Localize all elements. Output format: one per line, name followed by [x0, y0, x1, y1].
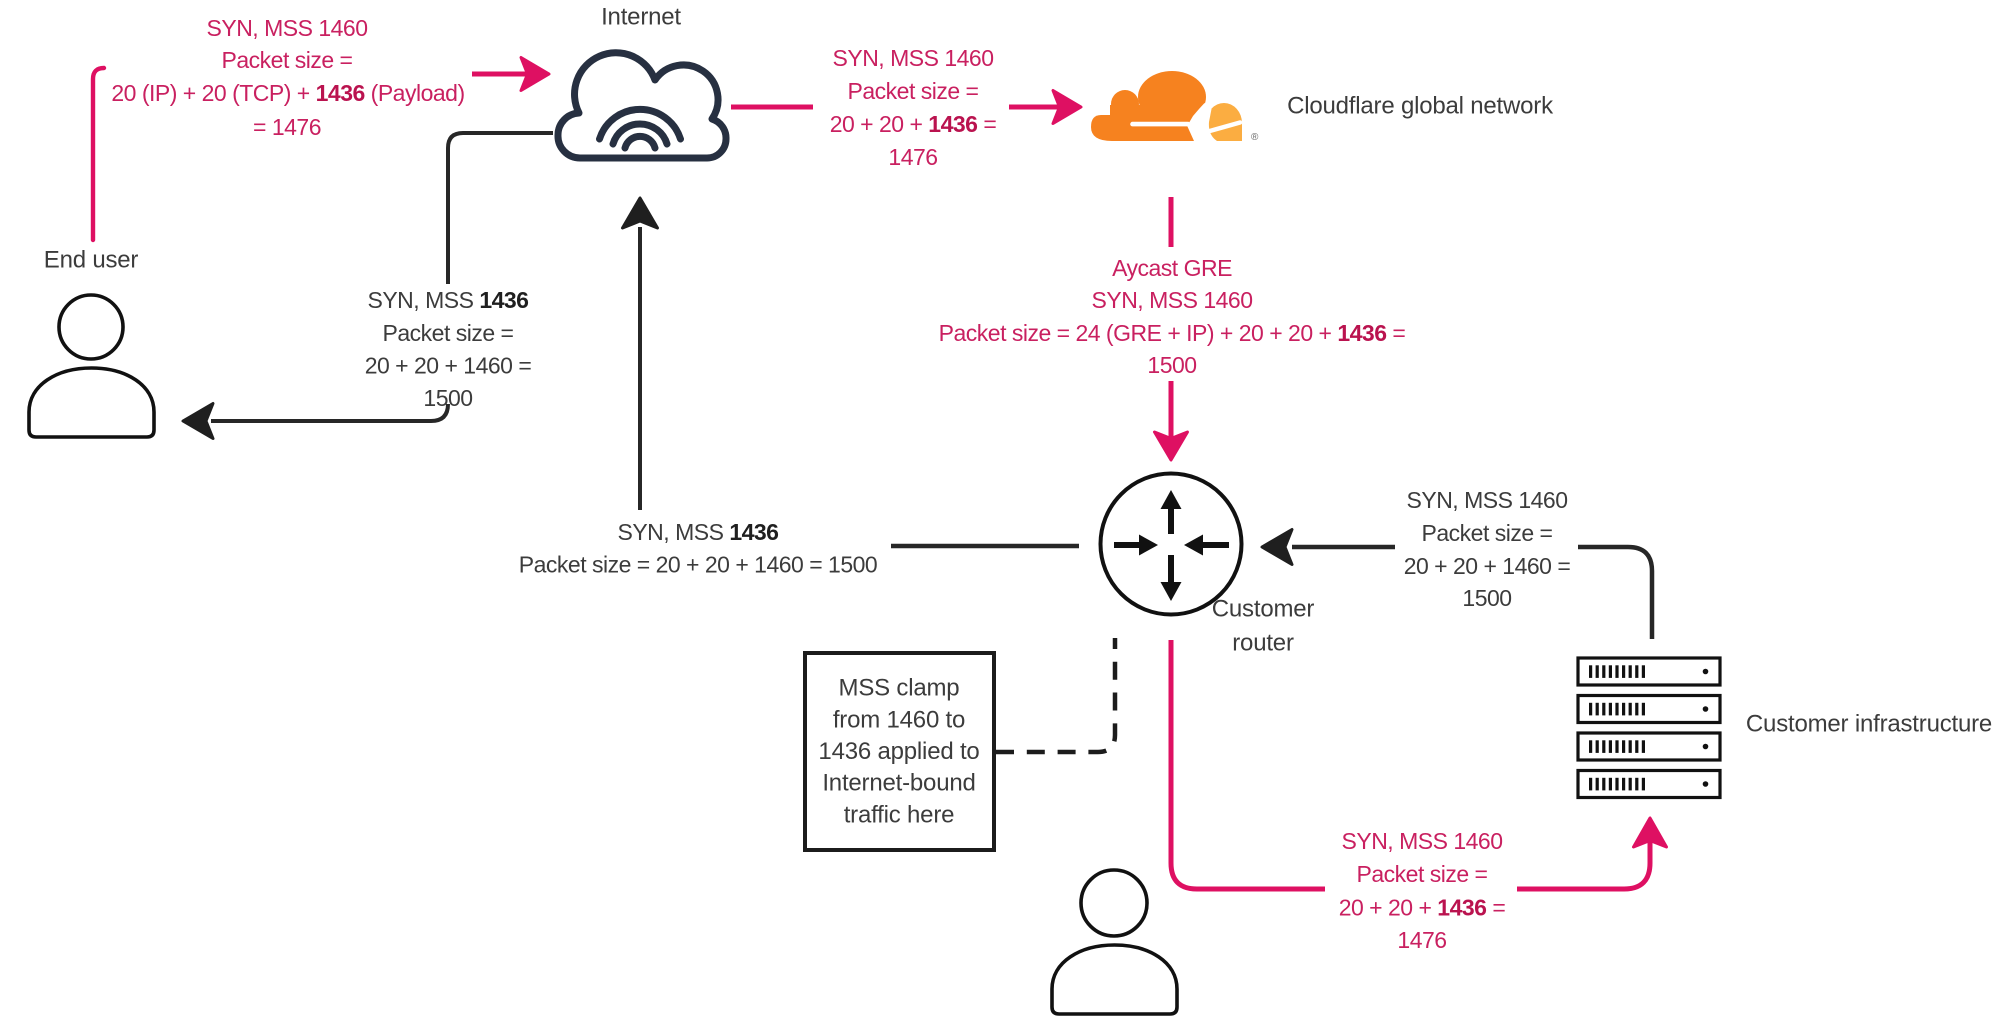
svg-text:End user: End user: [44, 247, 139, 274]
svg-text:router: router: [1232, 630, 1294, 657]
svg-text:1500: 1500: [423, 385, 472, 411]
svg-text:®: ®: [1251, 132, 1259, 143]
svg-text:20 (IP) + 20 (TCP) + 1436 (Pay: 20 (IP) + 20 (TCP) + 1436 (Payload): [111, 80, 464, 106]
svg-text:1476: 1476: [1397, 927, 1446, 953]
svg-text:Cloudflare global network: Cloudflare global network: [1287, 93, 1554, 120]
svg-text:1436 applied to: 1436 applied to: [818, 738, 979, 765]
svg-text:20 + 20 + 1436 =: 20 + 20 + 1436 =: [1339, 895, 1506, 921]
svg-text:Internet: Internet: [601, 4, 681, 31]
svg-text:20 + 20 + 1460 =: 20 + 20 + 1460 =: [1404, 553, 1571, 579]
svg-text:SYN, MSS 1460: SYN, MSS 1460: [207, 15, 368, 41]
svg-text:Packet size = 20 + 20 + 1460 =: Packet size = 20 + 20 + 1460 = 1500: [519, 552, 877, 578]
svg-text:Packet size =: Packet size =: [1357, 861, 1488, 887]
svg-text:20 + 20 + 1436 =: 20 + 20 + 1436 =: [830, 111, 997, 137]
svg-text:Packet size =: Packet size =: [1422, 520, 1553, 546]
svg-text:= 1476: = 1476: [253, 114, 321, 140]
svg-text:SYN, MSS 1460: SYN, MSS 1460: [833, 45, 994, 71]
svg-text:SYN, MSS 1436: SYN, MSS 1436: [368, 287, 529, 313]
svg-text:Aycast GRE: Aycast GRE: [1112, 255, 1232, 281]
svg-text:SYN, MSS 1460: SYN, MSS 1460: [1092, 287, 1253, 313]
svg-text:Packet size =: Packet size =: [222, 47, 353, 73]
svg-text:traffic here: traffic here: [844, 802, 955, 829]
svg-text:SYN, MSS 1460: SYN, MSS 1460: [1407, 487, 1568, 513]
svg-text:20 + 20 + 1460 =: 20 + 20 + 1460 =: [365, 353, 532, 379]
svg-text:from 1460 to: from 1460 to: [833, 707, 965, 734]
svg-text:Customer infrastructure: Customer infrastructure: [1746, 711, 1992, 738]
svg-text:1500: 1500: [1147, 352, 1196, 378]
svg-text:Packet size =: Packet size =: [848, 78, 979, 104]
svg-text:Packet size =: Packet size =: [383, 320, 514, 346]
svg-text:1476: 1476: [888, 144, 937, 170]
svg-text:MSS clamp: MSS clamp: [839, 675, 960, 702]
svg-text:Packet size = 24 (GRE + IP) +: Packet size = 24 (GRE + IP) + 20 + 20 + …: [939, 320, 1406, 346]
svg-text:Internet-bound: Internet-bound: [822, 770, 975, 797]
svg-text:Customer: Customer: [1212, 596, 1315, 623]
svg-text:1500: 1500: [1462, 585, 1511, 611]
svg-text:SYN, MSS 1460: SYN, MSS 1460: [1342, 828, 1503, 854]
svg-text:SYN, MSS 1436: SYN, MSS 1436: [618, 519, 779, 545]
